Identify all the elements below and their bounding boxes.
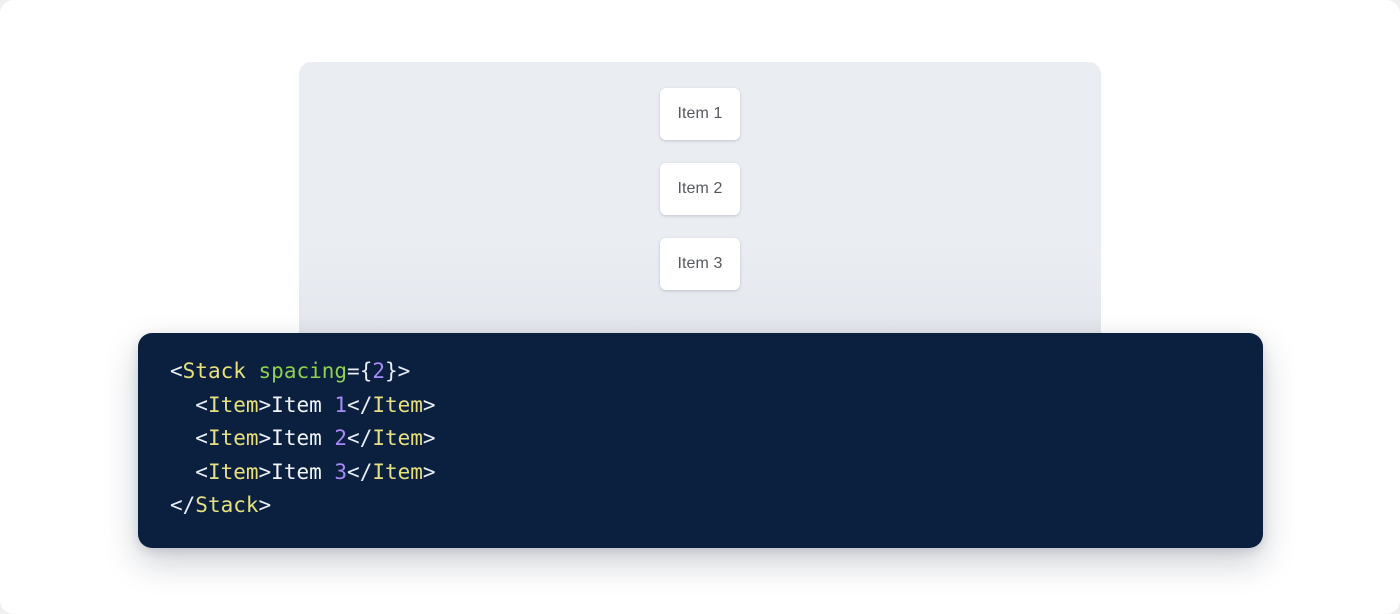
- code-token-tag: Item: [372, 459, 423, 484]
- code-line: <Stack spacing={2}>: [170, 355, 1243, 389]
- code-token-punct: >: [422, 426, 436, 451]
- component-preview-panel: Item 1 Item 2 Item 3: [299, 62, 1101, 352]
- code-token-punct: </: [347, 426, 373, 451]
- code-token-text: Item: [271, 392, 335, 417]
- stack-item[interactable]: Item 3: [660, 238, 740, 290]
- code-token-punct: [246, 359, 259, 383]
- code-token-text: Item: [271, 426, 335, 451]
- code-token-punct: </: [347, 459, 373, 484]
- code-token-punct: >: [258, 392, 272, 417]
- code-token-punct: ={: [347, 359, 373, 383]
- code-snippet-panel: <Stack spacing={2}> <Item>Item 1</Item> …: [138, 333, 1263, 548]
- code-token-punct: >: [422, 459, 436, 484]
- code-token-punct: </: [347, 392, 373, 417]
- code-token-num: 2: [334, 426, 348, 451]
- code-token-punct: >: [422, 392, 436, 417]
- stack-item-label: Item 2: [677, 180, 723, 197]
- code-token-punct: <: [170, 392, 208, 417]
- code-token-punct: </: [170, 493, 196, 518]
- code-token-punct: >: [258, 493, 272, 518]
- code-token-tag: Item: [207, 459, 259, 484]
- code-token-punct: }>: [385, 359, 411, 383]
- code-line: <Item>Item 2</Item>: [170, 422, 1243, 456]
- code-line: <Item>Item 3</Item>: [170, 456, 1243, 490]
- code-token-punct: <: [170, 359, 183, 383]
- code-token-tag: Stack: [182, 359, 246, 383]
- code-line: </Stack>: [170, 489, 1243, 523]
- code-block[interactable]: <Stack spacing={2}> <Item>Item 1</Item> …: [170, 355, 1243, 523]
- code-token-num: 2: [372, 359, 385, 383]
- code-token-attr: spacing: [258, 359, 348, 383]
- code-token-tag: Stack: [195, 493, 259, 518]
- code-token-num: 3: [334, 459, 348, 484]
- code-token-punct: <: [170, 459, 208, 484]
- code-token-punct: >: [258, 459, 272, 484]
- code-token-tag: Item: [372, 426, 423, 451]
- stack-item[interactable]: Item 1: [660, 88, 740, 140]
- code-line: <Item>Item 1</Item>: [170, 389, 1243, 423]
- code-token-tag: Item: [372, 392, 423, 417]
- code-token-punct: <: [170, 426, 208, 451]
- stack-item[interactable]: Item 2: [660, 163, 740, 215]
- code-token-punct: >: [258, 426, 272, 451]
- stack-item-label: Item 1: [677, 105, 723, 122]
- stack-container: Item 1 Item 2 Item 3: [299, 88, 1101, 290]
- code-token-tag: Item: [207, 392, 259, 417]
- code-token-tag: Item: [207, 426, 259, 451]
- code-token-text: Item: [271, 459, 335, 484]
- stack-item-label: Item 3: [677, 255, 723, 272]
- code-token-num: 1: [334, 392, 348, 417]
